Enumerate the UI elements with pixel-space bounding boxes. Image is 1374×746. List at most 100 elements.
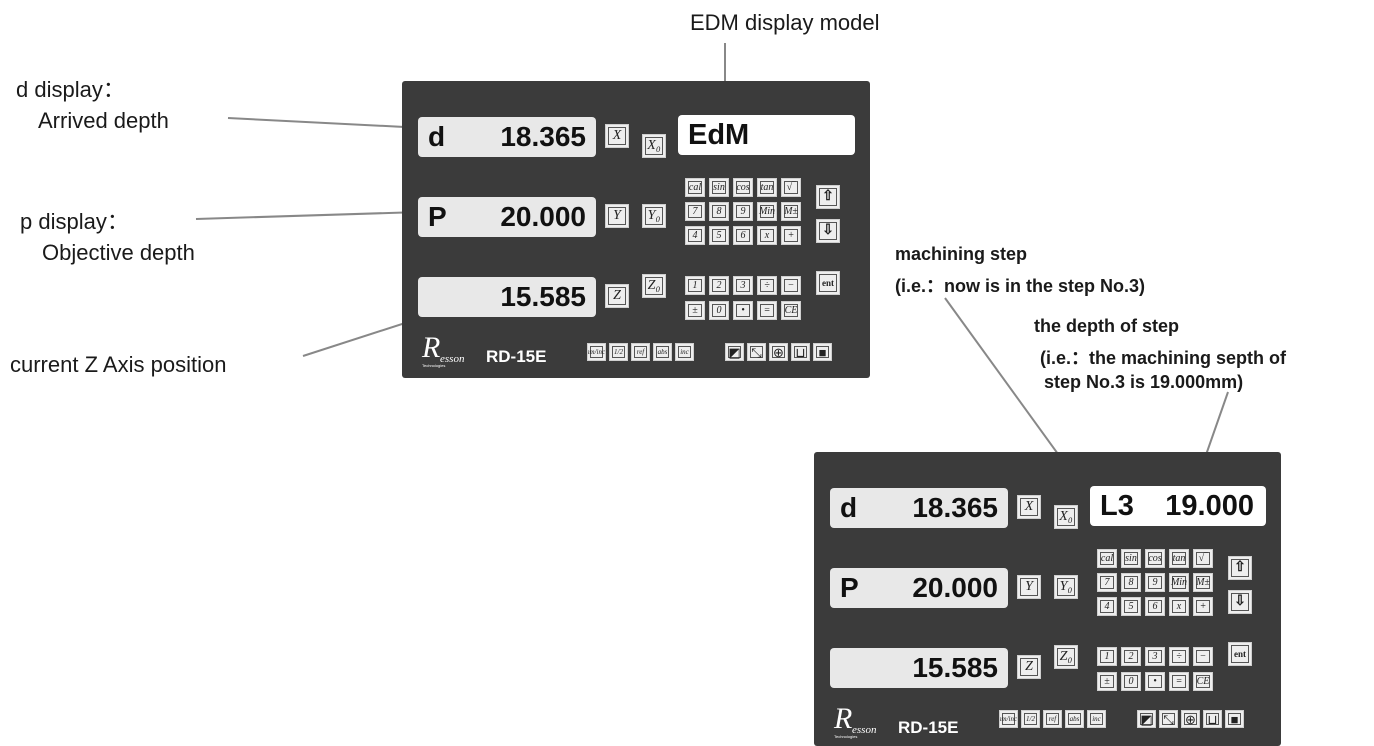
diagonal-icon[interactable]: ◩ <box>725 343 744 361</box>
key-1[interactable]: 1 <box>685 276 705 295</box>
cos-key-2[interactable]: cos <box>1145 549 1165 568</box>
dot-key-2[interactable]: • <box>1145 672 1165 691</box>
key-7[interactable]: 7 <box>685 202 705 221</box>
y-key-2[interactable]: Y <box>1017 575 1041 599</box>
key-6[interactable]: 6 <box>733 226 753 245</box>
logo-text: esson <box>440 353 465 365</box>
plus-key-2[interactable]: + <box>1193 597 1213 616</box>
key-5[interactable]: 5 <box>709 226 729 245</box>
dot-key[interactable]: • <box>733 301 753 320</box>
step-depth: 19.000 <box>1165 490 1254 522</box>
arc-icon[interactable]: ⤡ <box>747 343 766 361</box>
z-key-2[interactable]: Z <box>1017 655 1041 679</box>
power-icon-2[interactable]: ■ <box>1225 710 1244 728</box>
key-9-2[interactable]: 9 <box>1145 573 1165 592</box>
sin-key[interactable]: sin <box>709 178 729 197</box>
x0-key[interactable]: X₀ <box>642 134 666 158</box>
divide-key[interactable]: ÷ <box>757 276 777 295</box>
sign-key-2[interactable]: ± <box>1097 672 1117 691</box>
inc-key-2[interactable]: inc <box>1087 710 1106 728</box>
divide-key-2[interactable]: ÷ <box>1169 647 1189 666</box>
p-leader <box>195 204 422 221</box>
key-9[interactable]: 9 <box>733 202 753 221</box>
d-value: 18.365 <box>500 121 586 152</box>
equals-key-2[interactable]: = <box>1169 672 1189 691</box>
y-key[interactable]: Y <box>605 204 629 228</box>
down-arrow-icon-2[interactable]: ⇩ <box>1228 590 1252 614</box>
sqrt-key[interactable]: √‾ <box>781 178 801 197</box>
diagonal-icon-2[interactable]: ◩ <box>1137 710 1156 728</box>
z0-key[interactable]: Z₀ <box>642 274 666 298</box>
plus-key[interactable]: + <box>781 226 801 245</box>
key-5-2[interactable]: 5 <box>1121 597 1141 616</box>
enter-key-2[interactable]: ent <box>1228 642 1252 666</box>
x-key[interactable]: X <box>605 124 629 148</box>
machining-step-example: (i.e.：now is in the step No.3) <box>895 276 1146 296</box>
minus-key[interactable]: − <box>781 276 801 295</box>
key-1-2[interactable]: 1 <box>1097 647 1117 666</box>
up-arrow-icon[interactable]: ⇧ <box>816 185 840 209</box>
d-display-2: d 18.365 <box>830 488 1008 528</box>
min-key-2[interactable]: Min <box>1169 573 1189 592</box>
y0-key[interactable]: Y₀ <box>642 204 666 228</box>
ce-key[interactable]: CE <box>781 301 801 320</box>
mm-inch-key[interactable]: mm/inch <box>587 343 606 361</box>
key-4-2[interactable]: 4 <box>1097 597 1117 616</box>
cal-key[interactable]: cal <box>685 178 705 197</box>
min-key[interactable]: Min <box>757 202 777 221</box>
resson-logo: R esson Technologies RD-15E <box>422 331 582 371</box>
key-3[interactable]: 3 <box>733 276 753 295</box>
half-key[interactable]: 1/2 <box>609 343 628 361</box>
ref-key[interactable]: ref <box>631 343 650 361</box>
p-value: 20.000 <box>500 201 586 232</box>
key-8-2[interactable]: 8 <box>1121 573 1141 592</box>
x0-key-2[interactable]: X₀ <box>1054 505 1078 529</box>
tan-key[interactable]: tan <box>757 178 777 197</box>
bolt-circle-icon-2[interactable]: ⊕ <box>1181 710 1200 728</box>
power-icon[interactable]: ■ <box>813 343 832 361</box>
abs-key[interactable]: abs <box>653 343 672 361</box>
y0-key-2[interactable]: Y₀ <box>1054 575 1078 599</box>
key-3-2[interactable]: 3 <box>1145 647 1165 666</box>
multiply-key[interactable]: x <box>757 226 777 245</box>
mm-inch-key-2[interactable]: mm/inch <box>999 710 1018 728</box>
edm-icon[interactable]: ⊔ <box>791 343 810 361</box>
p-display: P 20.000 <box>418 197 596 237</box>
inc-key[interactable]: inc <box>675 343 694 361</box>
cos-key[interactable]: cos <box>733 178 753 197</box>
mplus-key-2[interactable]: M± <box>1193 573 1213 592</box>
key-8[interactable]: 8 <box>709 202 729 221</box>
enter-key[interactable]: ent <box>816 271 840 295</box>
z-key[interactable]: Z <box>605 284 629 308</box>
bolt-circle-icon[interactable]: ⊕ <box>769 343 788 361</box>
resson-logo-2: R esson Technologies RD-15E <box>834 702 994 742</box>
z0-key-2[interactable]: Z₀ <box>1054 645 1078 669</box>
cal-key-2[interactable]: cal <box>1097 549 1117 568</box>
key-2-2[interactable]: 2 <box>1121 647 1141 666</box>
sign-key[interactable]: ± <box>685 301 705 320</box>
arc-icon-2[interactable]: ⤡ <box>1159 710 1178 728</box>
ref-key-2[interactable]: ref <box>1043 710 1062 728</box>
up-arrow-icon-2[interactable]: ⇧ <box>1228 556 1252 580</box>
logo-letter: R <box>422 331 441 364</box>
key-2[interactable]: 2 <box>709 276 729 295</box>
edm-text: EdM <box>688 119 750 151</box>
sin-key-2[interactable]: sin <box>1121 549 1141 568</box>
x-key-2[interactable]: X <box>1017 495 1041 519</box>
tan-key-2[interactable]: tan <box>1169 549 1189 568</box>
multiply-key-2[interactable]: x <box>1169 597 1189 616</box>
key-0[interactable]: 0 <box>709 301 729 320</box>
ce-key-2[interactable]: CE <box>1193 672 1213 691</box>
key-6-2[interactable]: 6 <box>1145 597 1165 616</box>
equals-key[interactable]: = <box>757 301 777 320</box>
half-key-2[interactable]: 1/2 <box>1021 710 1040 728</box>
key-7-2[interactable]: 7 <box>1097 573 1117 592</box>
key-0-2[interactable]: 0 <box>1121 672 1141 691</box>
down-arrow-icon[interactable]: ⇩ <box>816 219 840 243</box>
mplus-key[interactable]: M± <box>781 202 801 221</box>
edm-icon-2[interactable]: ⊔ <box>1203 710 1222 728</box>
abs-key-2[interactable]: abs <box>1065 710 1084 728</box>
minus-key-2[interactable]: − <box>1193 647 1213 666</box>
key-4[interactable]: 4 <box>685 226 705 245</box>
sqrt-key-2[interactable]: √‾ <box>1193 549 1213 568</box>
